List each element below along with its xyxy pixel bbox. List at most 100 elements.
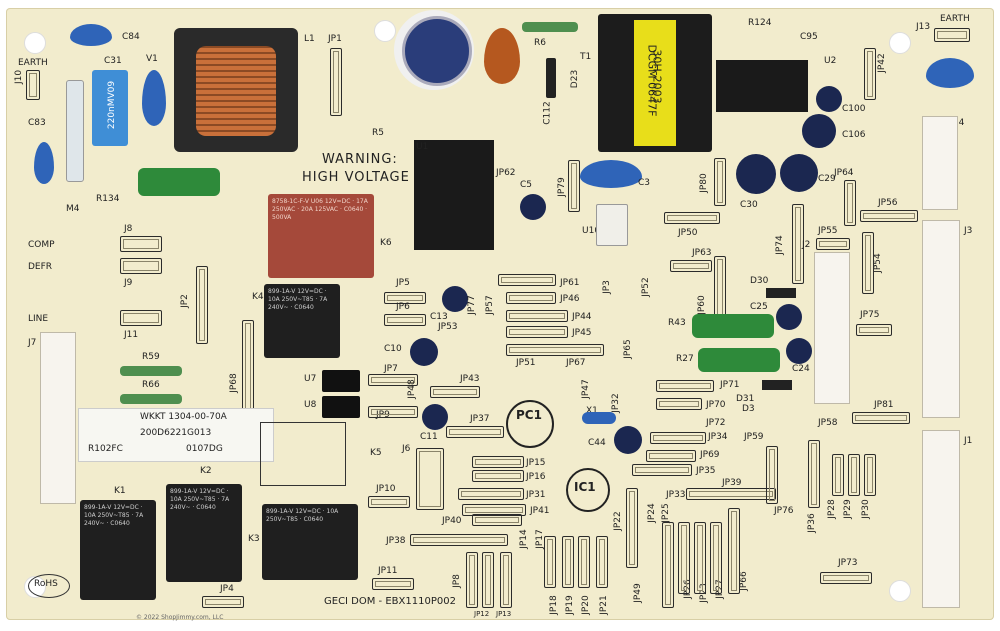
- jumper-jp40: [472, 514, 522, 526]
- label-cap-value: 220nMV09: [107, 80, 118, 130]
- resistor-r66: [120, 394, 182, 404]
- label-m4: M4: [66, 204, 80, 214]
- heatsink-u1: [414, 140, 494, 250]
- label-jp75: JP75: [860, 310, 880, 320]
- label-k2: K2: [200, 466, 212, 476]
- label-jp58: JP58: [818, 418, 838, 428]
- jumper-vertical: [562, 536, 574, 588]
- label-jp47: JP47: [580, 379, 591, 399]
- jumper-jp9: [368, 406, 418, 418]
- label-jp63: JP63: [692, 248, 712, 258]
- label-c100: C100: [842, 104, 866, 114]
- relay-k2: 899-1A-V 12V=DC · 10A 250V~T85 · 7A 240V…: [166, 484, 242, 582]
- label-jp41: JP41: [530, 506, 550, 516]
- jumper-vertical: [596, 536, 608, 588]
- warning-line1: WARNING:: [322, 152, 398, 167]
- terminal-comp: [120, 236, 162, 252]
- ic1-circle: [566, 468, 610, 512]
- transformer-label: [634, 20, 676, 146]
- label-jp49: JP49: [632, 583, 643, 603]
- label-l1: L1: [304, 34, 315, 44]
- diode-d30: [766, 288, 796, 298]
- label-jp51: JP51: [516, 358, 536, 368]
- heatsink-u2: [716, 60, 808, 112]
- label-jp72: JP72: [706, 418, 726, 428]
- label-c30: C30: [740, 200, 758, 210]
- label-jp52: JP52: [640, 277, 651, 297]
- sticker-line2: 200D6221G013: [140, 428, 212, 438]
- label-r59: R59: [142, 352, 160, 362]
- copyright: © 2022 ShopJimmy.com, LLC: [136, 614, 224, 621]
- label-k1: K1: [114, 486, 126, 496]
- label-r66: R66: [142, 380, 160, 390]
- label-d23: D23: [570, 69, 581, 89]
- label-k3: K3: [248, 534, 260, 544]
- fuse-m4: [66, 80, 84, 182]
- label-jp74: JP74: [774, 235, 785, 255]
- circuit-board: C84 EARTH J10 C31 220nMV09 V1 C83 M4 R13…: [6, 8, 994, 621]
- capacitor-c29: [780, 154, 818, 192]
- jumper-jp42: [864, 48, 876, 100]
- inductor-coil: [196, 46, 276, 136]
- label-jp48: JP48: [406, 379, 417, 399]
- label-c44: C44: [588, 438, 606, 448]
- terminal-line: [120, 310, 162, 326]
- label-d30: D30: [750, 276, 769, 286]
- jumper-jp1: [330, 48, 342, 116]
- jumper-jp35: [632, 464, 692, 476]
- label-c31: C31: [104, 56, 122, 66]
- label-jp66: JP66: [738, 571, 749, 591]
- ic-u8: [322, 396, 360, 418]
- label-d3: D3: [742, 404, 755, 414]
- capacitor-c31: [92, 70, 128, 146]
- jumper-jp41: [462, 504, 526, 516]
- label-jp54: JP54: [872, 253, 883, 273]
- label-jp16: JP16: [526, 472, 546, 482]
- label-jp69: JP69: [700, 450, 720, 460]
- relay-k2-text: 899-1A-V 12V=DC · 10A 250V~T85 · 7A 240V…: [170, 488, 230, 511]
- capacitor-blue-right: [926, 58, 974, 88]
- label-jp5: JP5: [396, 278, 410, 288]
- label-jp44: JP44: [572, 312, 592, 322]
- relay-k1-text: 899-1A-V 12V=DC · 10A 250V~T85 · 7A 240V…: [84, 504, 144, 527]
- label-jp7: JP7: [384, 364, 398, 374]
- resistor-r6: [522, 22, 578, 32]
- resistor-r59: [120, 366, 182, 376]
- label-jp46: JP46: [560, 294, 580, 304]
- transformer-t1: 30H-2003 DCGM 0647F: [598, 14, 712, 152]
- label-jp9: JP9: [376, 410, 390, 420]
- label-jp59: JP59: [744, 432, 764, 442]
- jumper-jp31: [458, 488, 524, 500]
- capacitor-brown: [484, 28, 520, 84]
- jumper-jp60: [714, 256, 726, 320]
- label-defr: DEFR: [28, 262, 53, 272]
- label-c24: C24: [792, 364, 810, 374]
- capacitor-c11: [422, 404, 448, 430]
- varistor-v1: [142, 70, 166, 126]
- label-jp50: JP50: [678, 228, 698, 238]
- jumper-jp36: [808, 440, 820, 508]
- label-j13: J13: [916, 22, 931, 32]
- connector-j7: [40, 332, 76, 504]
- label-jp45: JP45: [572, 328, 592, 338]
- jumper-vertical: [626, 488, 638, 568]
- crystal-x1: [582, 412, 616, 424]
- ul-sticker: [78, 408, 274, 462]
- label-jp42: JP42: [876, 53, 887, 73]
- label-jp70: JP70: [706, 400, 726, 410]
- jumper-jp71: [656, 380, 714, 392]
- capacitor-c44: [614, 426, 642, 454]
- label-jp68: JP68: [228, 373, 239, 393]
- jumper-jp34: [650, 432, 706, 444]
- relay-k3-text: 899-1A-V 12V=DC · 10A 250V~T85 · C0640: [266, 508, 339, 523]
- label-u7: U7: [304, 374, 317, 384]
- label-jp65: JP65: [622, 339, 633, 359]
- label-jp40: JP40: [442, 516, 462, 526]
- label-r43: R43: [668, 318, 686, 328]
- label-r27: R27: [676, 354, 694, 364]
- relay-k4-text: 899-1A-V 12V=DC · 10A 250V~T85 · 7A 240V…: [268, 288, 328, 311]
- jumper-jp38: [410, 534, 508, 546]
- label-d31: D31: [736, 394, 755, 404]
- jumper-jp56: [860, 210, 918, 222]
- label-jp38: JP38: [386, 536, 406, 546]
